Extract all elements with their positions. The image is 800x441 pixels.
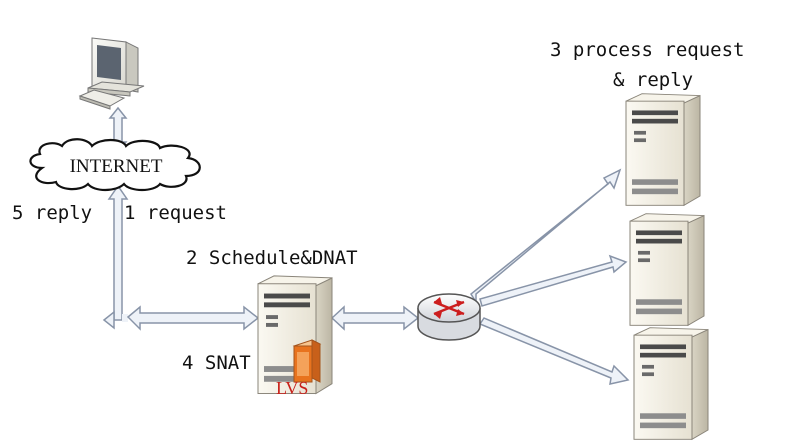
desktop-computer-icon xyxy=(78,37,145,110)
step-2-schedule-dnat-label: 2 Schedule&DNAT xyxy=(186,247,358,269)
arrow-router-server2 xyxy=(479,254,628,307)
lvs-server: LVS xyxy=(257,275,333,398)
internet-label: INTERNET xyxy=(70,156,163,177)
step-5-reply-label: 5 reply xyxy=(12,202,92,224)
step-1-request-label: 1 request xyxy=(124,202,227,224)
router-icon xyxy=(417,293,481,341)
internet-cloud-icon: INTERNET xyxy=(29,138,201,192)
arrow-lvs-router xyxy=(330,305,420,331)
lvs-label: LVS xyxy=(276,378,308,398)
step-4-snat-label: 4 SNAT xyxy=(182,352,251,374)
server-tower-icon xyxy=(629,213,705,326)
step-3-reply-label: & reply xyxy=(613,69,693,91)
lvs-card-icon xyxy=(292,339,322,383)
server-tower-icon xyxy=(633,327,709,440)
arrow-router-server3 xyxy=(478,317,630,385)
server-tower-icon xyxy=(625,93,701,206)
step-3-process-request-label: 3 process request xyxy=(550,39,744,61)
arrow-router-server1 xyxy=(470,168,622,305)
